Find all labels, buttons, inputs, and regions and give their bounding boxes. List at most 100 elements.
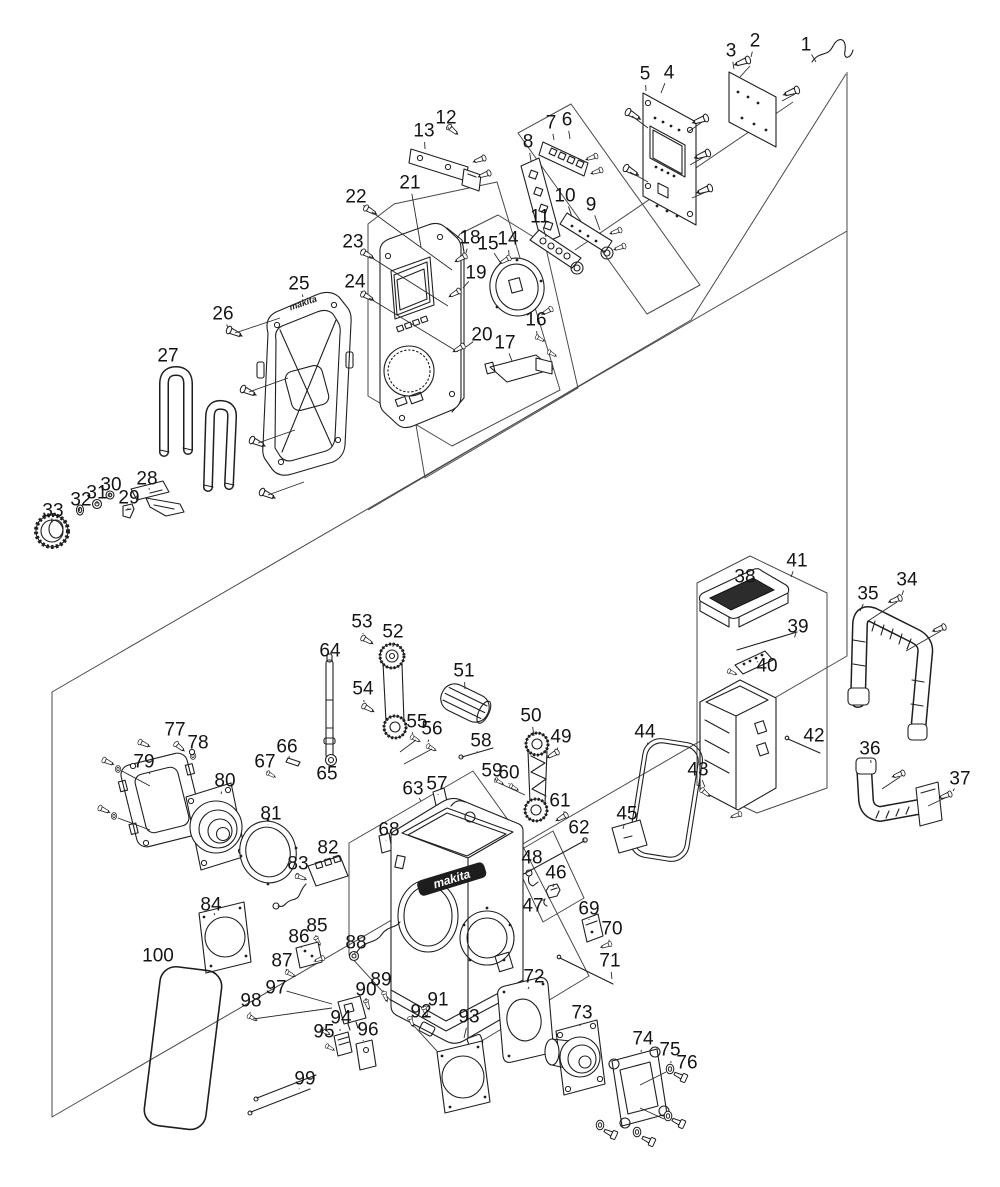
part-66-pin (285, 757, 301, 767)
part-callout-60: 60 (498, 763, 519, 784)
callout-leader-47 (542, 898, 546, 901)
part-callout-87: 87 (271, 951, 292, 972)
part-callout-77: 77 (164, 720, 185, 741)
part-9-10-button-strip (559, 212, 628, 260)
part-callout-23: 23 (342, 232, 363, 253)
part-80-speaker (185, 782, 247, 871)
callout-leader-19 (462, 281, 470, 289)
part-callout-71: 71 (599, 951, 620, 972)
part-94-95-96-latch-bits (324, 1031, 377, 1071)
part-27-handle-bars (159, 366, 238, 492)
part-callout-32: 32 (70, 490, 91, 511)
callout-leader-43 (701, 780, 706, 788)
callout-leader-1 (811, 54, 817, 63)
part-callout-56: 56 (421, 719, 442, 740)
part-callout-88: 88 (345, 933, 366, 954)
part-97-98-switch (246, 995, 367, 1038)
part-93-speaker-plate (436, 1040, 491, 1114)
part-callout-78: 78 (187, 733, 208, 754)
part-callout-91: 91 (427, 990, 448, 1011)
part-callout-46: 46 (545, 863, 566, 884)
part-callout-44: 44 (634, 722, 656, 743)
part-callout-49: 49 (550, 727, 571, 748)
callout-leader-55 (411, 731, 414, 735)
callout-leader-49 (556, 747, 559, 751)
callout-leader-80 (220, 791, 223, 795)
callout-leader-59 (494, 777, 497, 782)
callout-leader-72 (527, 986, 530, 990)
part-callout-48: 48 (521, 848, 542, 869)
callout-leader-38 (740, 587, 743, 591)
part-callout-84: 84 (200, 895, 222, 916)
part-callout-81: 81 (260, 804, 281, 825)
callout-leader-50 (532, 726, 535, 737)
part-callout-100: 100 (142, 946, 174, 967)
part-callout-98: 98 (240, 991, 261, 1012)
part-callout-41: 41 (786, 551, 807, 572)
part-69-70-71-latch (556, 913, 614, 985)
part-callout-6: 6 (562, 110, 573, 131)
part-callout-66: 66 (276, 737, 297, 758)
part-2-3-back-plate (728, 54, 802, 148)
part-82-terminal-block (272, 854, 349, 910)
part-58-rod (458, 747, 494, 760)
part-callout-9: 9 (586, 195, 597, 216)
part-8-button-strip (520, 157, 561, 245)
part-callout-27: 27 (157, 346, 178, 367)
part-38-filter-pad (698, 568, 790, 628)
part-callout-2: 2 (750, 31, 761, 52)
part-callout-58: 58 (470, 731, 491, 752)
part-callout-26: 26 (212, 304, 233, 325)
part-callout-12: 12 (435, 108, 456, 129)
part-28-lock-lever (130, 480, 185, 517)
part-51-grip (440, 683, 492, 724)
callout-leader-22 (363, 204, 366, 208)
callout-leader-33 (50, 517, 53, 522)
part-callout-83: 83 (287, 854, 308, 875)
part-callout-93: 93 (458, 1007, 479, 1028)
part-callout-42: 42 (803, 726, 824, 747)
callout-labels: 1234567891011121314151617181920212223242… (42, 31, 970, 1090)
callout-leader-7 (552, 133, 555, 141)
part-callout-75: 75 (659, 1040, 680, 1061)
part-35-top-corner-handle (847, 593, 948, 741)
callout-leader-17 (508, 353, 513, 362)
callout-leader-2 (750, 51, 753, 58)
part-callout-25: 25 (288, 274, 309, 295)
part-44-gasket (629, 738, 703, 862)
callout-leader-84 (213, 912, 216, 916)
part-callout-34: 34 (896, 570, 918, 591)
part-callout-7: 7 (546, 113, 557, 134)
part-75-76-fasteners (595, 1063, 689, 1148)
part-79-speaker-frame (96, 738, 209, 848)
callout-leader-45 (622, 824, 625, 830)
part-88-grommet-wire (348, 921, 401, 962)
part-21-front-panel (359, 203, 469, 429)
callout-leader-63 (418, 797, 422, 802)
part-1-antenna-wire (811, 39, 854, 63)
part-callout-20: 20 (471, 325, 492, 346)
part-callout-74: 74 (632, 1029, 654, 1050)
part-callout-68: 68 (378, 820, 399, 841)
part-callout-29: 29 (118, 488, 139, 509)
part-callout-21: 21 (399, 173, 420, 194)
callout-leader-23 (360, 249, 363, 252)
part-6-7-button-strip (538, 141, 605, 178)
part-13-bracket (408, 122, 493, 192)
part-callout-5: 5 (640, 64, 651, 85)
part-callout-11: 11 (530, 207, 550, 228)
part-callout-85: 85 (306, 916, 327, 937)
part-callout-31: 31 (86, 483, 107, 504)
part-callout-3: 3 (726, 41, 737, 62)
part-callout-38: 38 (734, 567, 755, 588)
part-25-front-bumper: makita (256, 291, 354, 476)
part-callout-8: 8 (523, 132, 534, 153)
part-callout-63: 63 (402, 779, 423, 800)
part-callout-61: 61 (549, 791, 570, 812)
part-callout-24: 24 (344, 272, 366, 293)
part-100-gasket (143, 965, 223, 1131)
part-callout-28: 28 (136, 469, 157, 490)
part-84-gasket-plate (198, 901, 252, 974)
callout-leader-18 (465, 248, 468, 254)
